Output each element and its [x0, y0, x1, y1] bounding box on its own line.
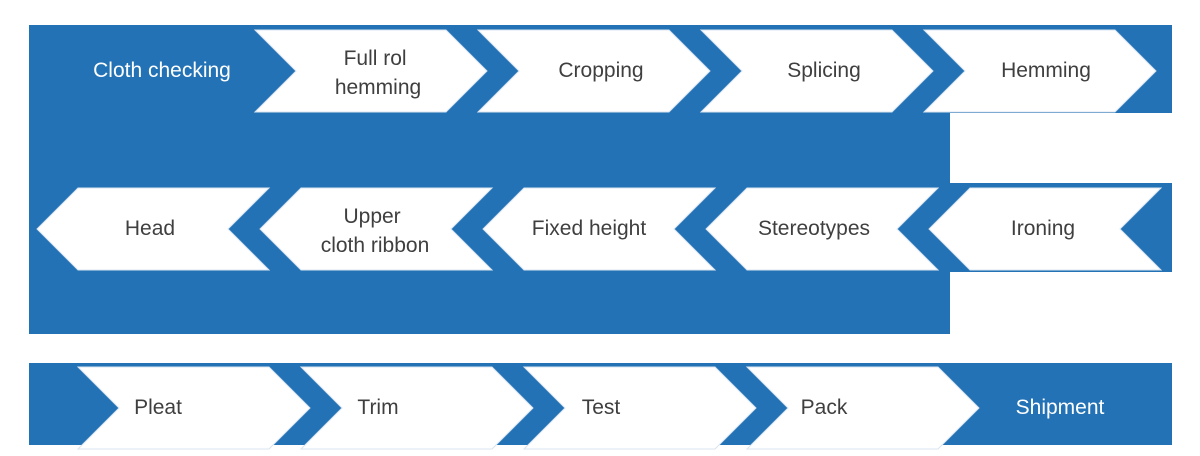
step-cropping-label: Cropping	[558, 59, 643, 82]
step-shipment[interactable]: Shipment	[1016, 396, 1105, 419]
step-ironing[interactable]: Ironing	[928, 187, 1163, 271]
row-1-chevrons: Cloth checking Full rol hemming Cropping	[93, 29, 1157, 113]
step-splicing-shape	[699, 29, 934, 113]
step-hemming-shape	[922, 29, 1157, 113]
row-2-chevrons: Head Upper cloth ribbon Fixed height	[36, 187, 1163, 271]
step-head-label: Head	[125, 217, 175, 240]
step-fixed-height-label: Fixed height	[532, 217, 647, 240]
step-pack-shape	[745, 366, 980, 450]
step-cloth-checking[interactable]: Cloth checking	[93, 59, 231, 82]
step-hemming[interactable]: Hemming	[922, 29, 1157, 113]
step-upper-cloth-ribbon[interactable]: Upper cloth ribbon	[259, 187, 494, 271]
step-full-rol-hemming[interactable]: Full rol hemming	[253, 29, 488, 113]
step-splicing[interactable]: Splicing	[699, 29, 934, 113]
step-pack[interactable]: Pack	[745, 366, 980, 450]
step-ironing-label: Ironing	[1011, 217, 1075, 240]
row-3-chevrons: Pleat Trim Test Pack	[76, 366, 1105, 450]
step-pleat-label: Pleat	[134, 396, 182, 419]
step-hemming-label: Hemming	[1001, 59, 1091, 82]
step-cloth-checking-label: Cloth checking	[93, 59, 231, 82]
step-trim-shape	[299, 366, 534, 450]
step-trim[interactable]: Trim	[299, 366, 534, 450]
step-fixed-height-shape	[482, 187, 717, 271]
step-stereotypes-label: Stereotypes	[758, 217, 870, 240]
step-stereotypes-shape	[705, 187, 940, 271]
step-pack-label: Pack	[801, 396, 848, 419]
step-head-shape	[36, 187, 271, 271]
step-head[interactable]: Head	[36, 187, 271, 271]
step-upper-cloth-ribbon-label: Upper cloth ribbon	[321, 205, 430, 257]
step-cropping-shape	[476, 29, 711, 113]
step-splicing-label: Splicing	[787, 59, 861, 82]
step-stereotypes[interactable]: Stereotypes	[705, 187, 940, 271]
step-fixed-height[interactable]: Fixed height	[482, 187, 717, 271]
step-test-shape	[522, 366, 757, 450]
step-full-rol-hemming-label: Full rol hemming	[335, 47, 421, 99]
step-trim-label: Trim	[357, 396, 398, 419]
step-test[interactable]: Test	[522, 366, 757, 450]
step-upper-cloth-ribbon-shape	[259, 187, 494, 271]
step-shipment-label: Shipment	[1016, 396, 1105, 419]
step-ironing-shape	[928, 187, 1163, 271]
step-test-label: Test	[582, 396, 621, 419]
step-pleat[interactable]: Pleat	[76, 366, 311, 450]
step-full-rol-hemming-shape	[253, 29, 488, 113]
step-pleat-shape	[76, 366, 311, 450]
step-cropping[interactable]: Cropping	[476, 29, 711, 113]
